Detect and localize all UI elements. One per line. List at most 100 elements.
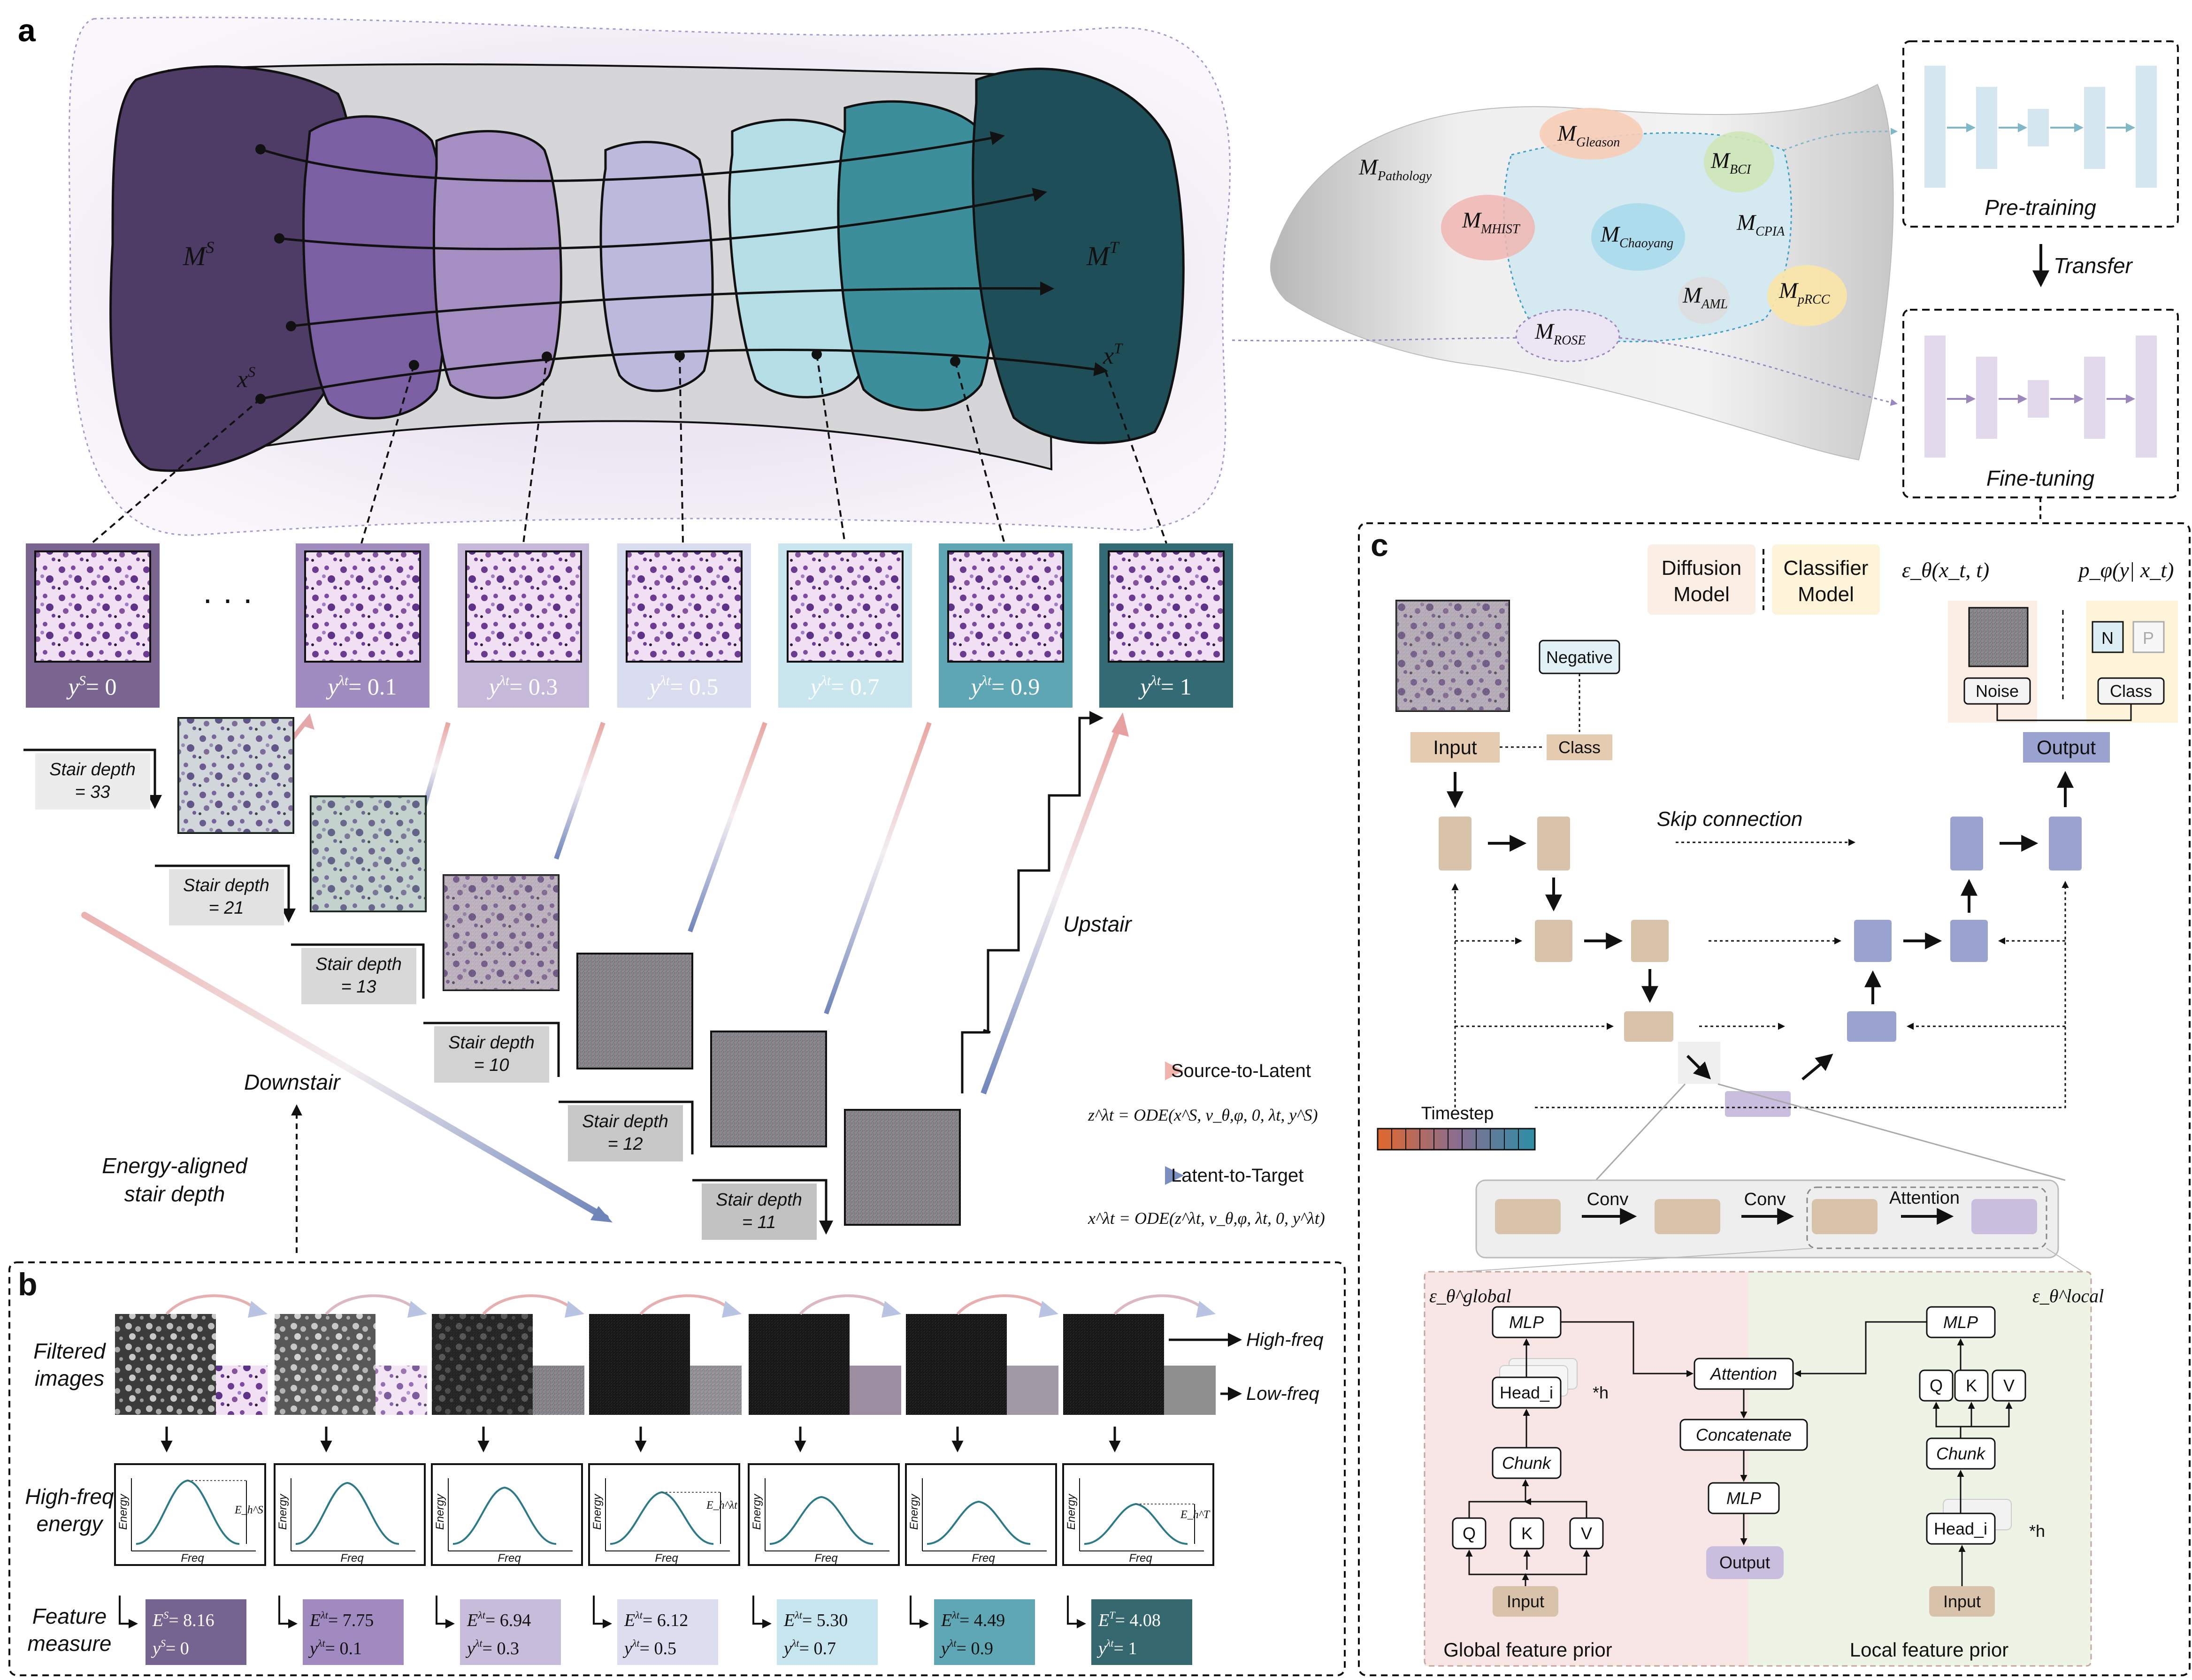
svg-text:yλt= 1: yλt= 1: [1096, 1637, 1137, 1658]
upstair-label: Upstair: [1063, 912, 1132, 936]
svg-text:Head_i: Head_i: [1934, 1519, 1987, 1538]
downstair-arrow: [81, 912, 609, 1221]
svg-text:= 11: = 11: [742, 1213, 776, 1232]
svg-text:Output: Output: [1719, 1553, 1770, 1572]
svg-text:Energy: Energy: [751, 1493, 763, 1530]
svg-text:V: V: [2003, 1376, 2015, 1395]
svg-text:ε_θ^global: ε_θ^global: [1429, 1285, 1511, 1306]
thumb-6: yλt= 1: [1099, 543, 1233, 708]
svg-text:c: c: [1371, 527, 1388, 563]
svg-text:Eλt= 4.49: Eλt= 4.49: [941, 1609, 1005, 1630]
thumb-2: yλt= 0.3: [458, 543, 589, 708]
svg-text:= 21: = 21: [208, 898, 244, 918]
svg-text:Output: Output: [2037, 736, 2096, 758]
svg-text:yS= 0: yS= 0: [66, 673, 117, 700]
svg-text:V: V: [1581, 1524, 1592, 1543]
svg-text:Stair depth: Stair depth: [183, 876, 269, 895]
svg-text:Source-to-Latent: Source-to-Latent: [1171, 1061, 1311, 1081]
svg-text:MCPIA: MCPIA: [1736, 210, 1785, 239]
downstair-label: Downstair: [244, 1070, 341, 1094]
svg-text:yλt= 0.1: yλt= 0.1: [326, 673, 397, 700]
panel-a: a MS MT xS xT: [18, 13, 1231, 544]
svg-text:K: K: [1966, 1376, 1977, 1395]
thumb-5: yλt= 0.9: [939, 543, 1073, 708]
svg-text:yS= 0: yS= 0: [151, 1637, 189, 1658]
svg-text:Q: Q: [1463, 1524, 1476, 1543]
svg-text:Energy: Energy: [591, 1493, 604, 1530]
svg-text:yλt= 0.9: yλt= 0.9: [969, 673, 1040, 700]
svg-text:ε_θ(x_t, t): ε_θ(x_t, t): [1902, 558, 1989, 582]
svg-text:Energy: Energy: [276, 1493, 289, 1530]
slice-3: [599, 141, 714, 392]
drop-lines: [91, 354, 1167, 544]
svg-text:= 13: = 13: [341, 977, 376, 997]
svg-text:Eλt= 5.30: Eλt= 5.30: [783, 1609, 848, 1630]
svg-text:Conv: Conv: [1587, 1190, 1629, 1209]
svg-text:N: N: [2101, 628, 2114, 648]
svg-text:E_h^T: E_h^T: [1180, 1509, 1211, 1521]
svg-text:z^λt = ODE(x^S, v_θ,φ, 0, λt,: z^λt = ODE(x^S, v_θ,φ, 0, λt, y^S): [1088, 1106, 1318, 1124]
svg-text:yλt= 0.5: yλt= 0.5: [622, 1637, 676, 1658]
svg-text:x^λt = ODE(z^λt, v_θ,φ, λt, 0,: x^λt = ODE(z^λt, v_θ,φ, λt, 0, y^λt): [1088, 1209, 1325, 1228]
svg-text:Q: Q: [1930, 1376, 1943, 1395]
svg-text:High-freq: High-freq: [1246, 1329, 1324, 1350]
svg-text:P: P: [2143, 628, 2154, 648]
svg-text:Energy: Energy: [908, 1493, 920, 1530]
target-point-label: xT: [1103, 340, 1123, 369]
svg-text:ET= 4.08: ET= 4.08: [1098, 1609, 1161, 1630]
svg-text:ε_θ^local: ε_θ^local: [2032, 1285, 2104, 1306]
svg-text:MAML: MAML: [1682, 283, 1728, 312]
svg-text:Energy: Energy: [1065, 1493, 1078, 1530]
svg-text:Class: Class: [1558, 738, 1601, 757]
svg-text:Freq: Freq: [181, 1552, 204, 1565]
svg-text:MChaoyang: MChaoyang: [1600, 222, 1673, 251]
svg-text:MMHIST: MMHIST: [1462, 208, 1521, 237]
trajectories: [260, 131, 1108, 400]
svg-text:*h: *h: [2029, 1521, 2045, 1541]
svg-text:Global feature prior: Global feature prior: [1443, 1639, 1612, 1661]
thumbnail-row: yS= 0 · · · yλt= 0.1 yλt= 0.3 yλt= 0.5 y…: [26, 543, 1233, 708]
svg-text:Input: Input: [1943, 1592, 1981, 1611]
svg-text:Timestep: Timestep: [1421, 1104, 1494, 1123]
svg-text:= 12: = 12: [607, 1134, 643, 1154]
slice-5: [837, 100, 996, 412]
slice-target: [972, 68, 1185, 444]
feature-measures: ES= 8.16 yS= 0 Eλt= 7.75 yλt= 0.1 Eλt= 6…: [119, 1596, 1192, 1665]
svg-text:Stair depth: Stair depth: [716, 1190, 802, 1210]
svg-text:Input: Input: [1433, 736, 1477, 758]
svg-text:E_h^λt: E_h^λt: [706, 1499, 738, 1512]
svg-text:K: K: [1521, 1524, 1533, 1543]
svg-text:yλt= 0.9: yλt= 0.9: [939, 1637, 993, 1658]
svg-text:Transfer: Transfer: [2054, 253, 2133, 278]
svg-text:Freq: Freq: [972, 1552, 995, 1565]
svg-text:Energy: Energy: [434, 1493, 446, 1530]
svg-text:Fine-tuning: Fine-tuning: [1986, 466, 2095, 490]
svg-text:yλt= 0.1: yλt= 0.1: [308, 1637, 362, 1658]
svg-text:MLP: MLP: [1509, 1313, 1544, 1332]
svg-text:Negative: Negative: [1546, 648, 1613, 667]
svg-text:Stair depth: Stair depth: [49, 760, 136, 779]
slice-1: [302, 115, 448, 420]
trajectory-dots: [255, 144, 960, 404]
unet: Skip connection Timestep: [1377, 771, 2082, 1151]
svg-text:Low-freq: Low-freq: [1246, 1383, 1319, 1404]
thumb-1: yλt= 0.1: [296, 543, 429, 708]
source-manifold-label: MS: [183, 238, 214, 271]
svg-text:Freq: Freq: [340, 1552, 364, 1565]
svg-text:= 10: = 10: [474, 1055, 509, 1075]
svg-text:yλt= 0.7: yλt= 0.7: [808, 673, 880, 700]
svg-text:Skip connection: Skip connection: [1657, 808, 1803, 831]
thumb-3: yλt= 0.5: [617, 543, 751, 708]
filtered-images: High-freq Low-freq: [115, 1294, 1324, 1415]
svg-text:Freq: Freq: [1129, 1552, 1152, 1565]
svg-text:MPathology: MPathology: [1358, 155, 1432, 183]
panel-a-letter: a: [18, 13, 36, 48]
svg-text:yλt= 0.5: yλt= 0.5: [647, 673, 719, 700]
svg-text:yλt= 0.7: yλt= 0.7: [782, 1637, 836, 1658]
svg-text:Stair depth: Stair depth: [315, 955, 402, 974]
target-manifold-label: MT: [1086, 238, 1120, 271]
